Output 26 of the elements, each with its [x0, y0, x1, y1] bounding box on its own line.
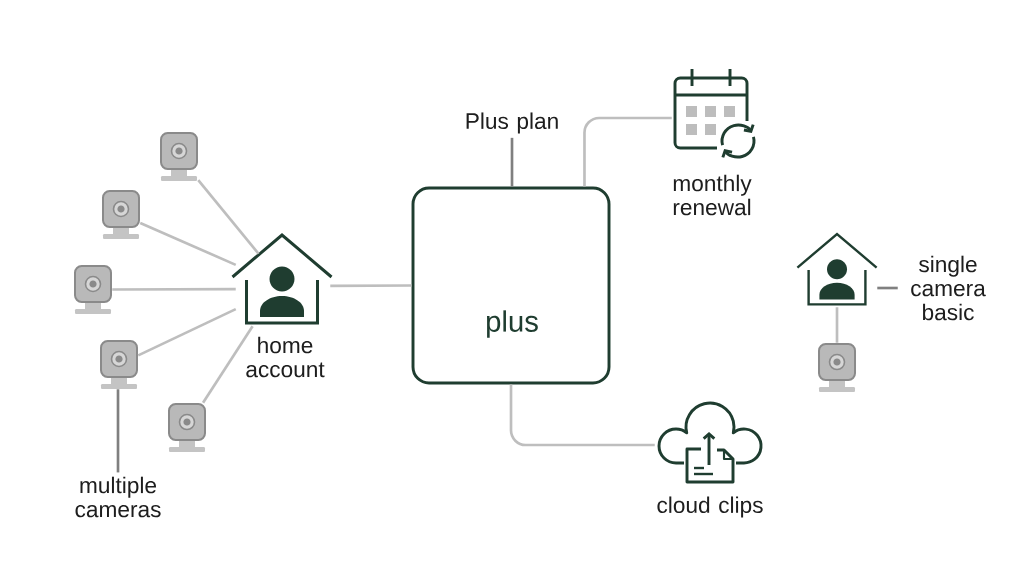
connector-line: [139, 221, 237, 267]
connector-line: [112, 287, 236, 291]
camera-icon: [102, 190, 140, 239]
leader-line: [116, 389, 120, 473]
house-icon: [796, 232, 878, 306]
callout-text: single camera basic: [911, 255, 986, 321]
connector-line: [197, 179, 260, 255]
connector-line: [509, 384, 655, 447]
connector-line: [137, 307, 237, 357]
camera-icon: [818, 343, 856, 392]
callout-text: multiple cameras: [75, 476, 161, 518]
caption-text: cloud clips: [657, 496, 763, 518]
leader-line: [510, 137, 514, 187]
camera-icon: [100, 340, 138, 389]
camera-icon: [74, 265, 112, 314]
connector-line: [330, 284, 412, 288]
camera-icon: [160, 132, 198, 181]
leader-line: [877, 286, 898, 290]
caption-text: monthly renewal: [673, 174, 752, 216]
camera-icon: [168, 403, 206, 452]
caption-text: home account: [246, 336, 325, 378]
plan-box: plus: [411, 186, 611, 385]
connector-line: [583, 116, 672, 187]
callout-text: Plus plan: [466, 112, 558, 134]
connector-line: [835, 307, 839, 343]
connector-line: [201, 325, 254, 404]
